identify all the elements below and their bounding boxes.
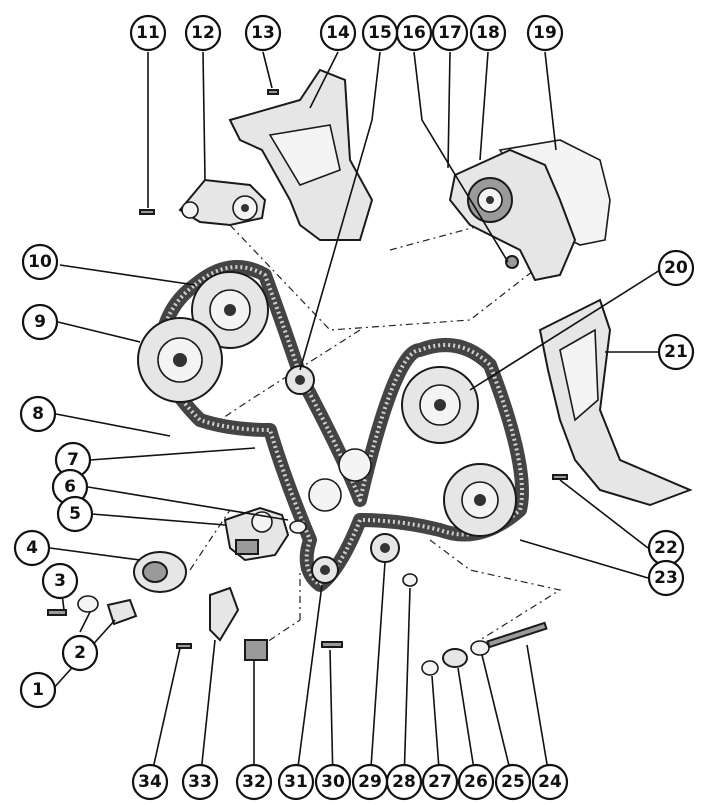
callout-19-label: 19 xyxy=(533,23,557,43)
tensioner-parts xyxy=(47,506,307,661)
callout-23: 23 xyxy=(647,559,685,597)
callout-13-label: 13 xyxy=(251,23,275,43)
callout-18: 18 xyxy=(469,14,507,52)
callout-33-label: 33 xyxy=(188,772,212,792)
callout-17-label: 17 xyxy=(438,23,462,43)
callout-13: 13 xyxy=(244,14,282,52)
callout-11-label: 11 xyxy=(136,23,160,43)
callout-34: 34 xyxy=(131,763,169,801)
callout-31-label: 31 xyxy=(284,772,308,792)
callout-18-label: 18 xyxy=(476,23,500,43)
callout-3-label: 3 xyxy=(54,571,66,591)
callout-9-label: 9 xyxy=(34,312,46,332)
callout-27: 27 xyxy=(421,763,459,801)
callout-29-label: 29 xyxy=(358,772,382,792)
callout-20-label: 20 xyxy=(664,258,688,278)
callout-2-label: 2 xyxy=(74,643,86,663)
callout-32-label: 32 xyxy=(242,772,266,792)
callout-26-label: 26 xyxy=(464,772,488,792)
callout-17: 17 xyxy=(431,14,469,52)
callout-14-label: 14 xyxy=(326,23,350,43)
callout-22-label: 22 xyxy=(654,538,678,558)
callout-8-label: 8 xyxy=(32,404,44,424)
callout-15-label: 15 xyxy=(368,23,392,43)
callout-21-label: 21 xyxy=(664,342,688,362)
callout-15: 15 xyxy=(361,14,399,52)
callout-5-label: 5 xyxy=(69,504,81,524)
callout-2: 2 xyxy=(61,634,99,672)
callout-23-label: 23 xyxy=(654,568,678,588)
callout-6: 6 xyxy=(51,468,89,506)
callout-11: 11 xyxy=(129,14,167,52)
callout-19: 19 xyxy=(526,14,564,52)
callout-32: 32 xyxy=(235,763,273,801)
callout-1-label: 1 xyxy=(32,680,44,700)
callout-3: 3 xyxy=(41,562,79,600)
callout-24: 24 xyxy=(531,763,569,801)
upper-brackets xyxy=(139,68,374,241)
pump-housing xyxy=(448,139,611,282)
pulleys xyxy=(137,271,517,584)
callout-16: 16 xyxy=(395,14,433,52)
callout-21: 21 xyxy=(657,333,695,371)
callout-25: 25 xyxy=(494,763,532,801)
callout-12-label: 12 xyxy=(191,23,215,43)
callout-4-label: 4 xyxy=(26,538,38,558)
callout-9: 9 xyxy=(21,303,59,341)
callout-12: 12 xyxy=(184,14,222,52)
belt-cover xyxy=(538,298,693,507)
callout-34-label: 34 xyxy=(138,772,162,792)
callout-5: 5 xyxy=(56,495,94,533)
callout-26: 26 xyxy=(457,763,495,801)
callout-33: 33 xyxy=(181,763,219,801)
callout-10: 10 xyxy=(21,243,59,281)
callout-27-label: 27 xyxy=(428,772,452,792)
callout-28-label: 28 xyxy=(392,772,416,792)
callout-8: 8 xyxy=(19,395,57,433)
callout-25-label: 25 xyxy=(501,772,525,792)
callout-14: 14 xyxy=(319,14,357,52)
assembly-guide-lines xyxy=(189,214,562,651)
callout-6-label: 6 xyxy=(64,477,76,497)
callout-10-label: 10 xyxy=(28,252,52,272)
callout-30-label: 30 xyxy=(321,772,345,792)
callout-20: 20 xyxy=(657,249,695,287)
callout-28: 28 xyxy=(385,763,423,801)
callout-29: 29 xyxy=(351,763,389,801)
callout-7-label: 7 xyxy=(67,450,79,470)
callout-4: 4 xyxy=(13,529,51,567)
callout-16-label: 16 xyxy=(402,23,426,43)
callout-24-label: 24 xyxy=(538,772,562,792)
callout-31: 31 xyxy=(277,763,315,801)
lower-bolt-group xyxy=(321,573,548,676)
callout-1: 1 xyxy=(19,671,57,709)
callout-30: 30 xyxy=(314,763,352,801)
